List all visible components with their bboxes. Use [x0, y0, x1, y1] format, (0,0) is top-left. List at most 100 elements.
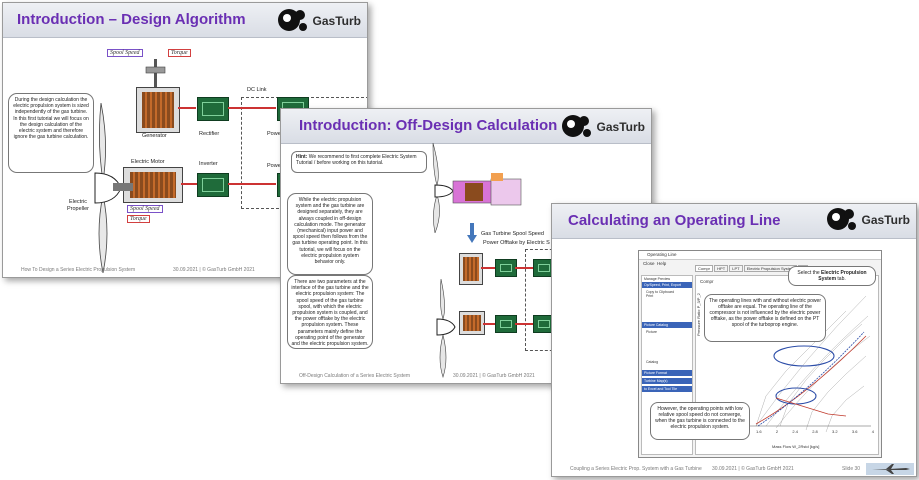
- shaft-icon: [145, 59, 166, 89]
- spool-speed-label: Gas Turbine Spool Speed: [481, 231, 544, 237]
- menu-help[interactable]: Help: [657, 261, 667, 266]
- hint-text: We recommend to first complete Electric …: [296, 154, 417, 166]
- catalog-button[interactable]: Catalog: [646, 360, 659, 364]
- electric-motor-block: [459, 311, 485, 335]
- footer-title: How To Design a Series Electric Propulsi…: [21, 267, 136, 273]
- tab-lpt[interactable]: LPT: [729, 265, 743, 272]
- generator-block: [136, 87, 180, 133]
- slide-footer: Coupling a Series Electric Prop. System …: [552, 462, 916, 476]
- tab-compr[interactable]: Compr: [695, 265, 714, 272]
- rectifier-block: [197, 97, 229, 121]
- wire: [181, 183, 197, 185]
- menu-close[interactable]: Close: [643, 261, 655, 266]
- x-tick: 1.6: [756, 429, 762, 434]
- spool-speed-tag: Spool Speed: [107, 49, 143, 57]
- copy-clipboard-button[interactable]: Copy to Clipboard: [646, 290, 675, 294]
- wire: [515, 267, 533, 269]
- propeller-icon: [436, 279, 456, 378]
- logo-text: GasTurb: [861, 213, 910, 227]
- slide-title: Introduction – Design Algorithm: [17, 11, 246, 28]
- panel-section-format[interactable]: Picture Format: [642, 370, 692, 376]
- generator-block: [459, 253, 483, 285]
- logo-circles-icon: [827, 208, 856, 230]
- power-label-2: Powe: [267, 163, 281, 169]
- slide-operating-line: Calculating an Operating Line GasTurb Op…: [551, 203, 917, 477]
- wire: [515, 323, 533, 325]
- torque-tag-motor: Torque: [127, 215, 150, 223]
- tab-electric-propulsion-system[interactable]: Electric Propulsion System: [743, 265, 798, 272]
- electric-motor-block: [123, 167, 183, 203]
- generator-label: Generator: [142, 133, 167, 139]
- spool-speed-tag-motor: Spool Speed: [127, 205, 163, 213]
- panel-section-catalog[interactable]: Picture Catalog: [642, 322, 692, 328]
- gasturb-logo: GasTurb: [559, 111, 645, 141]
- wire: [483, 323, 495, 325]
- callout-select-tab: Select the Electric Propulsion System ta…: [788, 266, 876, 286]
- info-textbox: During the design calculation the electr…: [8, 93, 94, 173]
- propeller-icon: [94, 103, 133, 273]
- slide-title: Introduction: Off-Design Calculation: [299, 117, 558, 134]
- plot-label: Compr: [700, 279, 714, 284]
- x-tick: 3.2: [832, 429, 838, 434]
- gasturb-logo: GasTurb: [824, 204, 910, 234]
- slide-number: Slide 30: [842, 466, 861, 472]
- window-menubar: Close Help: [639, 260, 881, 267]
- x-tick: 3.6: [851, 429, 858, 434]
- wire: [178, 107, 196, 109]
- callout-not-converge: However, the operating points with low r…: [650, 402, 750, 440]
- airplane-icon: [866, 463, 914, 475]
- electric-motor-label: Electric Motor: [131, 159, 165, 165]
- slide-header: Introduction: Off-Design Calculation Gas…: [281, 109, 651, 144]
- rectifier-block: [495, 259, 517, 277]
- arrow-down-icon: [467, 223, 477, 243]
- inverter-block: [197, 173, 229, 197]
- slide-title: Calculating an Operating Line: [568, 212, 781, 229]
- rectifier-label: Rectifier: [199, 131, 220, 137]
- slide-header: Introduction – Design Algorithm GasTurb: [3, 3, 367, 38]
- inverter-block: [495, 315, 517, 333]
- logo-text: GasTurb: [596, 120, 645, 134]
- callout-select-post: tab.: [836, 276, 846, 282]
- footer-date: 30.09.2021 | © GasTurb GmbH 2021: [453, 373, 535, 379]
- panel-section-excel[interactable]: to Excel and Tool Tile: [642, 386, 692, 392]
- coupling-textbox: While the electric propulsion system and…: [287, 193, 373, 275]
- preview-button[interactable]: Preview: [657, 277, 671, 281]
- x-axis-ticks: 1.6 2 2.4 2.8 3.2 3.6 4: [756, 429, 874, 434]
- wire: [228, 107, 276, 109]
- x-tick: 2.8: [812, 429, 818, 434]
- slide-footer: How To Design a Series Electric Propulsi…: [3, 263, 367, 277]
- callout-select-pre: Select the: [797, 270, 822, 276]
- panel-section-print[interactable]: Op/Speed, Print, Export: [642, 282, 692, 288]
- torque-tag: Torque: [168, 49, 191, 57]
- y-axis-label: Pressure Ratio P_3/P_2: [696, 293, 701, 336]
- wire: [481, 267, 495, 269]
- x-tick: 4: [871, 429, 874, 434]
- footer-title: Off-Design Calculation of a Series Elect…: [299, 373, 411, 379]
- callout-select-bold: Electric Propulsion System: [818, 270, 867, 282]
- picture-button[interactable]: Picture: [646, 330, 657, 334]
- print-button[interactable]: Print: [646, 294, 654, 298]
- logo-circles-icon: [278, 9, 307, 31]
- gas-turbine-icon: [432, 143, 522, 233]
- slide-header: Calculating an Operating Line GasTurb: [552, 204, 916, 239]
- manage-button[interactable]: Manage: [644, 277, 657, 281]
- x-tick: 2: [775, 429, 779, 434]
- panel-section-turbine-maps[interactable]: Turbine Map(s): [642, 378, 692, 384]
- hint-box: Hint: We recommend to first complete Ele…: [291, 151, 427, 173]
- compressor-map-lines: [746, 295, 871, 433]
- footer-date: 30.09.2021 | © GasTurb GmbH 2021: [173, 267, 255, 273]
- electric-propeller-label: Electric Propeller: [66, 199, 89, 212]
- footer-date: 30.09.2021 | © GasTurb GmbH 2021: [712, 466, 794, 472]
- slide-footer: Off-Design Calculation of a Series Elect…: [281, 369, 651, 383]
- gasturb-logo: GasTurb: [275, 5, 361, 35]
- window-titlebar: Operating Line: [639, 251, 881, 260]
- dc-link-label: DC Link: [247, 87, 267, 93]
- tab-hpt[interactable]: HPT: [714, 265, 729, 272]
- callout-operating-lines: The operating lines with and without ele…: [704, 294, 826, 342]
- power-label-1: Powe: [267, 131, 281, 137]
- logo-text: GasTurb: [312, 14, 361, 28]
- logo-circles-icon: [562, 115, 591, 137]
- footer-title: Coupling a Series Electric Prop. System …: [570, 466, 702, 472]
- hint-prefix: Hint:: [296, 154, 308, 160]
- inverter-label: Inverter: [199, 161, 218, 167]
